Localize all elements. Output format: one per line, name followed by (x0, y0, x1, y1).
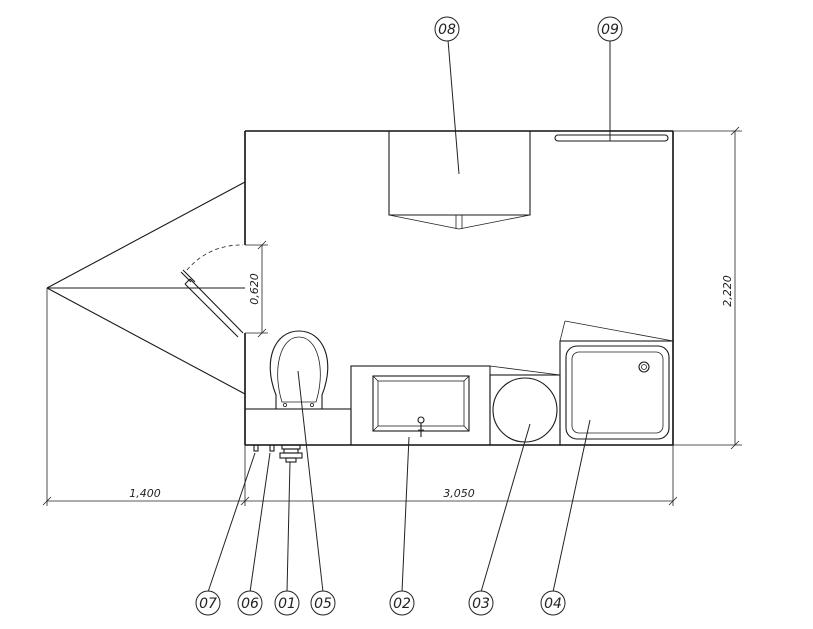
callout-08: 08 (434, 16, 460, 42)
callout-03: 03 (468, 590, 494, 616)
room-depth-label: 2,220 (721, 275, 734, 307)
room-walls (244, 130, 674, 446)
door-angle-lines (46, 181, 246, 395)
callout-03-label: 03 (472, 596, 490, 612)
callout-05: 05 (310, 590, 336, 616)
door (180, 244, 244, 338)
callout-09: 09 (597, 16, 623, 42)
callout-07: 07 (195, 590, 221, 616)
callout-01: 01 (274, 590, 300, 616)
door-width-label: 0,620 (248, 273, 261, 305)
room-width-label: 3,050 (443, 487, 475, 500)
room-depth-dimension (673, 126, 742, 450)
callout-04: 04 (540, 590, 566, 616)
callout-05-label: 05 (314, 596, 332, 612)
toilet (269, 330, 329, 409)
left-extent-label: 1,400 (129, 487, 161, 500)
callout-06-label: 06 (241, 596, 259, 612)
callout-02-label: 02 (393, 596, 411, 612)
callout-02: 02 (389, 590, 415, 616)
shower-tray (559, 320, 674, 446)
callout-08-label: 08 (438, 22, 456, 38)
wall-cabinet (388, 131, 531, 230)
washing-machine (489, 365, 561, 446)
bottom-dimensions (42, 288, 678, 506)
floor-fittings (253, 444, 303, 463)
callout-06: 06 (237, 590, 263, 616)
callout-01-label: 01 (278, 596, 296, 612)
callout-04-label: 04 (544, 596, 562, 612)
leader-lines (207, 39, 611, 593)
towel-rail (554, 134, 669, 142)
counter (244, 408, 352, 446)
callout-09-label: 09 (601, 22, 619, 38)
callout-07-label: 07 (199, 596, 217, 612)
door-width-dimension (245, 240, 268, 338)
washbasin (350, 365, 491, 446)
